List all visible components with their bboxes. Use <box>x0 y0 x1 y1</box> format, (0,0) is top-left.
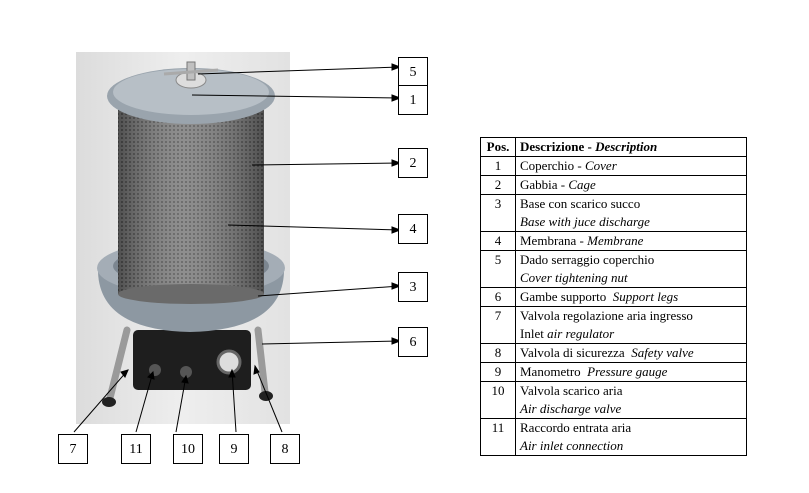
cage <box>118 98 264 304</box>
leader-lines <box>73 63 402 433</box>
parts-table: Pos. Descrizione - Description 1 Coperch… <box>480 137 747 456</box>
table-header-row: Pos. Descrizione - Description <box>480 137 747 157</box>
table-row: 9 Manometro Pressure gauge <box>480 362 747 382</box>
callout-6: 6 <box>398 327 428 357</box>
header-pos: Pos. <box>480 137 516 157</box>
header-description: Descrizione - Description <box>515 137 747 157</box>
callout-11: 11 <box>121 434 151 464</box>
table-row: 6 Gambe supporto Support legs <box>480 287 747 307</box>
table-row: 1 Coperchio - Cover <box>480 156 747 176</box>
table-row: 2 Gabbia - Cage <box>480 175 747 195</box>
callout-9: 9 <box>219 434 249 464</box>
lid <box>107 61 275 124</box>
callout-2: 2 <box>398 148 428 178</box>
control-box <box>133 330 251 390</box>
callout-3: 3 <box>398 272 428 302</box>
callout-4: 4 <box>398 214 428 244</box>
table-row: 8 Valvola di sicurezza Safety valve <box>480 343 747 363</box>
callout-5: 5 <box>398 57 428 87</box>
callout-8: 8 <box>270 434 300 464</box>
callout-10: 10 <box>173 434 203 464</box>
callout-1: 1 <box>398 85 428 115</box>
table-row: 4 Membrana - Membrane <box>480 231 747 251</box>
callout-7: 7 <box>58 434 88 464</box>
